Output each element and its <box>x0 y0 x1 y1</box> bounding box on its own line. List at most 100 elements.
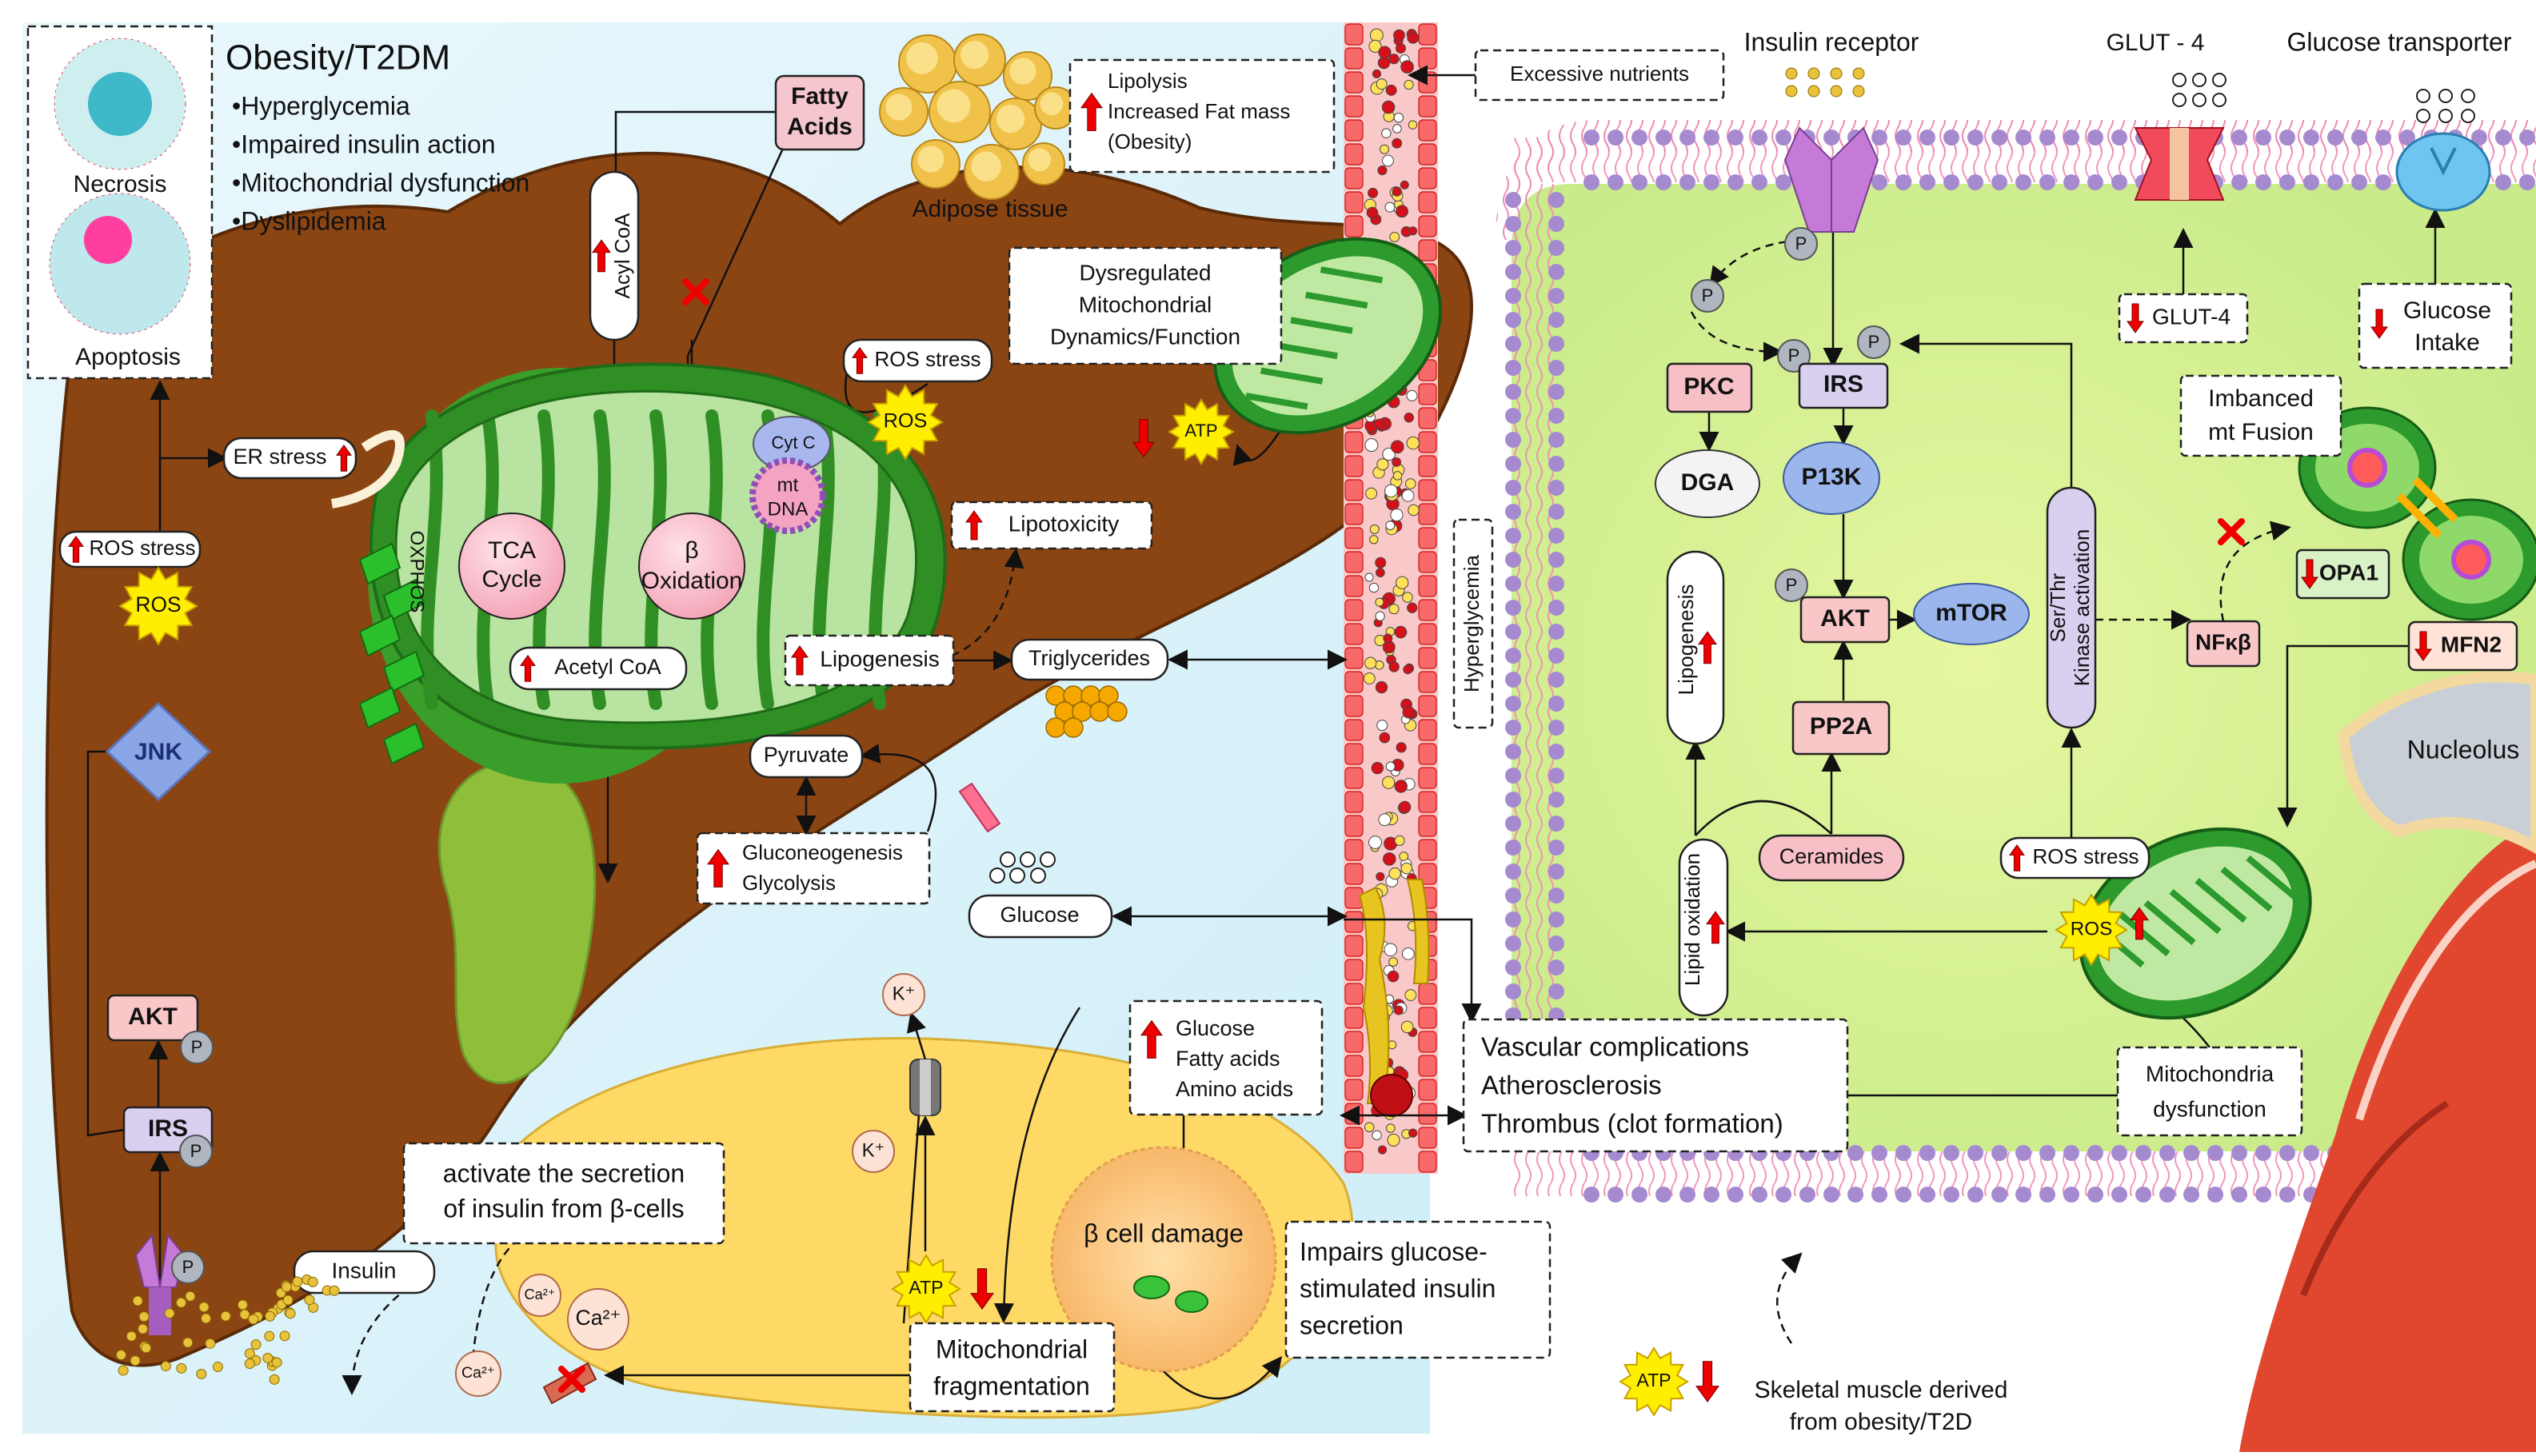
feature-item: •Mitochondrial dysfunction <box>232 168 529 197</box>
glut4-title-label: GLUT - 4 <box>2107 30 2205 56</box>
increase-arrow-icon <box>852 346 868 374</box>
increase-arrow-icon <box>68 535 84 563</box>
label: Impairs glucose- <box>1300 1237 1488 1266</box>
ros-star-mid-label: ROS <box>884 410 928 433</box>
ros-stress-mid: ROS stress <box>842 338 993 383</box>
label: mTOR <box>1935 600 2007 626</box>
label: Glycolysis <box>742 871 836 895</box>
label: Ceramides <box>1779 844 1884 868</box>
necrosis-label: Necrosis <box>74 171 167 197</box>
inhibition-x-icon <box>558 1366 585 1393</box>
label: ER stress <box>233 445 326 469</box>
label: Glucose <box>2403 297 2491 324</box>
label: DGA <box>1681 469 1735 496</box>
ros-star-left: ROS <box>118 566 198 646</box>
increase-arrow-icon <box>1080 92 1103 131</box>
glucose-transporter-icon <box>2395 132 2491 212</box>
label: Ser/Thr <box>2046 572 2070 642</box>
label: TCA <box>488 537 536 564</box>
excessive-nutrients-box: Excessive nutrients <box>1474 49 1725 102</box>
ros-stress-muscle: ROS stress <box>1999 836 2151 880</box>
calcium-ion: Ca²⁺ <box>518 1274 561 1317</box>
feature-item: •Impaired insulin action <box>232 130 496 158</box>
label: Insulin <box>332 1258 397 1282</box>
increase-arrow-icon <box>2130 907 2149 940</box>
label: from obesity/T2D <box>1790 1409 1972 1435</box>
label: of insulin from β-cells <box>443 1194 684 1223</box>
label: Acids <box>787 114 853 140</box>
label: Acyl CoA <box>610 213 634 299</box>
irs-node-muscle: IRS <box>1798 362 1889 409</box>
label: (Obesity) <box>1108 130 1192 154</box>
label: Kinase activation <box>2070 529 2094 687</box>
label: stimulated insulin <box>1300 1274 1496 1302</box>
label: DNA <box>768 498 809 520</box>
nucleolus-shape <box>2337 671 2536 854</box>
label: dysfunction <box>2153 1096 2266 1121</box>
gallbladder-shape <box>437 760 597 1084</box>
calcium-ion: Ca²⁺ <box>455 1350 501 1397</box>
atp-star-pancreas: ATP <box>891 1254 961 1324</box>
akt-node-left: AKT <box>106 994 199 1042</box>
decrease-arrow-icon <box>970 1268 994 1310</box>
increase-arrow-icon <box>965 510 983 541</box>
muscle-tissue-graphic <box>2239 824 2536 1452</box>
phosphate-badge: P <box>1857 325 1891 359</box>
increase-arrow-icon <box>1698 631 1717 664</box>
label: activate the secretion <box>443 1159 685 1187</box>
increase-arrow-icon <box>520 654 536 682</box>
label: mt <box>777 474 799 496</box>
phosphate-badge: P <box>1784 227 1818 261</box>
phosphate-badge: P <box>1775 568 1808 602</box>
label: Acetyl CoA <box>554 655 661 679</box>
label: Glucose <box>1000 903 1079 927</box>
label: Lipotoxicity <box>1008 511 1120 536</box>
label: OPA1 <box>2319 560 2378 584</box>
label: Glucose <box>1176 1016 1255 1040</box>
beta-cell-node: β cell damage <box>1050 1146 1277 1373</box>
nucleolus-label: Nucleolus <box>2407 735 2520 764</box>
label: JNK <box>134 739 182 765</box>
label: Mitochondria <box>2146 1061 2274 1086</box>
label: Intake <box>2414 329 2480 356</box>
glut4-node: GLUT-4 <box>2118 293 2249 344</box>
label: ROS stress <box>90 536 196 560</box>
increase-arrow-icon <box>1140 1019 1163 1059</box>
hyperglycemia-box: Hyperglycemia <box>1452 518 1494 729</box>
label: Amino acids <box>1176 1077 1293 1101</box>
pkc-node: PKC <box>1666 362 1753 413</box>
blood-vessel <box>1344 22 1438 1174</box>
label: Skeletal muscle derived <box>1755 1377 2008 1403</box>
label: AKT <box>128 1003 178 1030</box>
dysregulated-box: DysregulatedMitochondrialDynamics/Functi… <box>1008 246 1283 365</box>
label: Gluconeogenesis <box>742 840 903 864</box>
phosphate-label: P <box>1702 285 1714 305</box>
label: Lipogenesis <box>820 646 939 671</box>
ceramides-node: Ceramides <box>1758 834 1905 882</box>
lipogenesis-liver-box: Lipogenesis <box>784 634 955 687</box>
feature-item: •Hyperglycemia <box>232 91 410 120</box>
label: IRS <box>1823 371 1863 397</box>
label: Increased Fat mass <box>1108 99 1290 123</box>
jnk-node: JNK <box>105 701 212 802</box>
decrease-arrow-icon <box>1695 1361 1719 1403</box>
increase-arrow-icon <box>791 645 809 676</box>
label: AKT <box>1820 605 1870 632</box>
lipotoxicity-box: Lipotoxicity <box>950 501 1153 550</box>
mtor-node: mTOR <box>1913 583 2030 645</box>
opa1-node: OPA1 <box>2295 548 2390 600</box>
label: fragmentation <box>933 1371 1090 1400</box>
glut4-channel-icon <box>2134 127 2225 201</box>
er-stress-node: ER stress <box>222 437 357 480</box>
label: Hyperglycemia <box>1460 554 1484 692</box>
activate-secretion-box: activate the secretion of insulin from β-… <box>402 1142 725 1245</box>
phosphate-badge: P <box>1691 279 1724 313</box>
calcium-ion: Ca²⁺ <box>567 1288 629 1350</box>
title-block: Obesity/T2DM•Hyperglycemia•Impaired insu… <box>226 38 529 236</box>
k-channel-icon <box>909 1059 941 1116</box>
